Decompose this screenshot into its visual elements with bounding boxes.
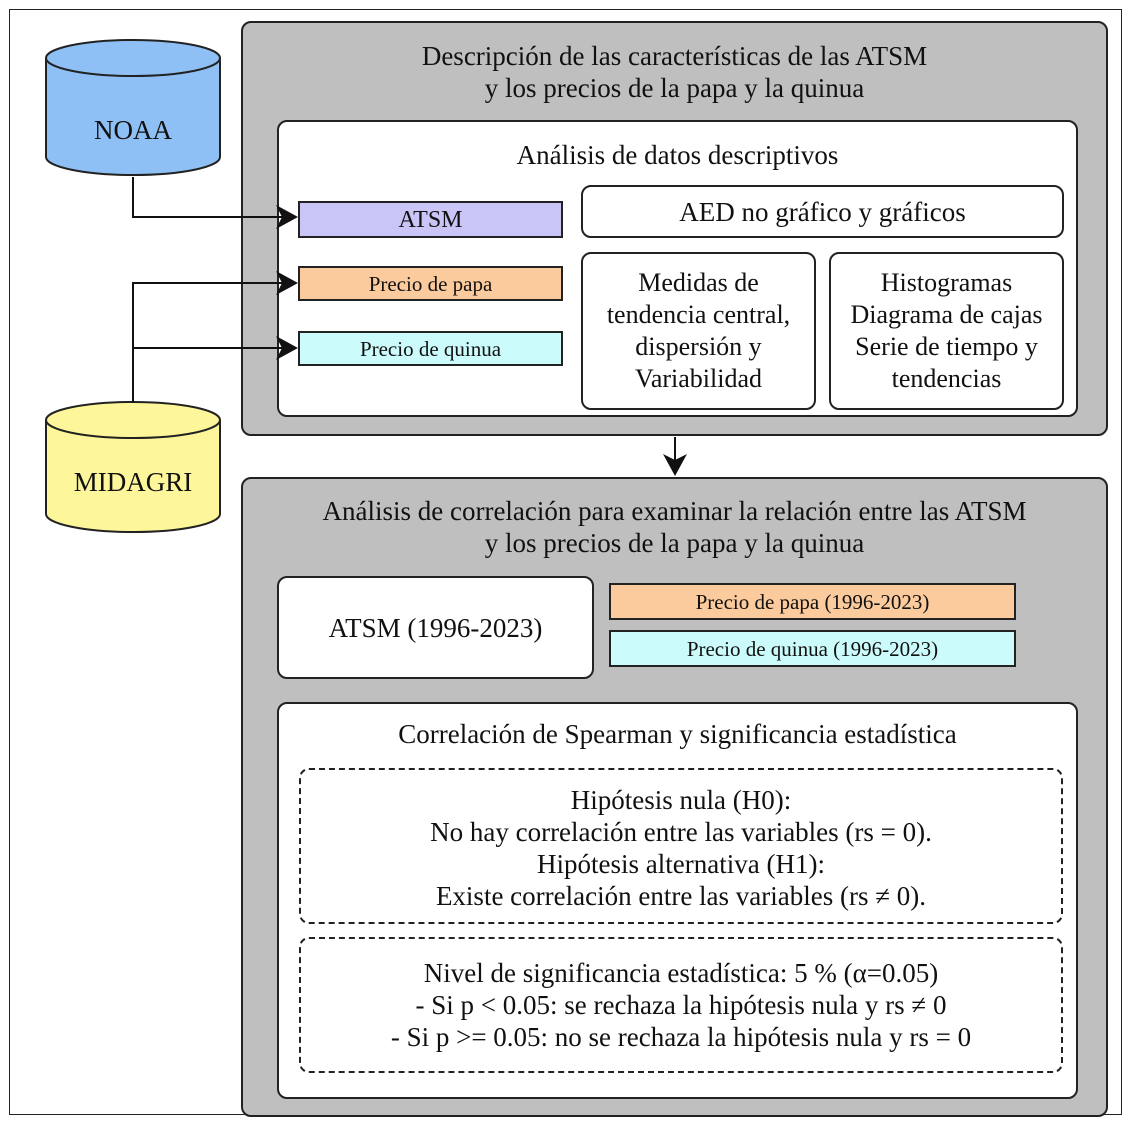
papa-period-box: Precio de papa (1996-2023) [609, 583, 1016, 620]
atsm-period-box: ATSM (1996-2023) [277, 576, 594, 679]
descriptive-analysis-title: Análisis de datos descriptivos [516, 140, 839, 170]
null-hypothesis-heading: Hipótesis nula (H0): [570, 785, 792, 815]
reject-rule-line: - Si p < 0.05: se rechaza la hipótesis n… [415, 990, 947, 1020]
measures-line-1: Medidas de [638, 268, 759, 297]
alternative-hypothesis-heading: Hipótesis alternativa (H1): [537, 849, 825, 879]
descriptive-title-line-2: y los precios de la papa y la quinua [484, 73, 865, 103]
quinua-period-box: Precio de quinua (1996-2023) [609, 630, 1016, 667]
central-tendency-box: Medidas de tendencia central, dispersión… [581, 252, 816, 410]
correlation-title-line-1: Análisis de correlación para examinar la… [322, 496, 1027, 526]
graphics-line-2: Diagrama de cajas [850, 300, 1043, 329]
papa-price-label-box: Precio de papa [298, 266, 563, 301]
quinua-price-label-box: Precio de quinua [298, 331, 563, 366]
accept-rule-line: - Si p >= 0.05: no se rechaza la hipótes… [390, 1022, 972, 1052]
graphics-line-4: tendencias [891, 364, 1002, 393]
aed-box: AED no gráfico y gráficos [581, 185, 1064, 238]
midagri-label: MIDAGRI [73, 467, 193, 497]
descriptive-title-line-1: Descripción de las características de la… [421, 41, 928, 71]
noaa-to-atsm-arrow [132, 177, 298, 229]
significance-box: Nivel de significancia estadística: 5 % … [299, 937, 1063, 1073]
noaa-label: NOAA [94, 115, 172, 145]
measures-line-4: Variabilidad [634, 364, 763, 393]
midagri-database [45, 401, 221, 533]
hypotheses-box: Hipótesis nula (H0): No hay correlación … [299, 768, 1063, 924]
alternative-hypothesis-text: Existe correlación entre las variables (… [435, 881, 927, 911]
correlation-section-title: Análisis de correlación para examinar la… [241, 492, 1108, 562]
midagri-to-papa-arrow [132, 271, 298, 403]
atsm-label-box: ATSM [298, 201, 563, 238]
null-hypothesis-text: No hay correlación entre las variables (… [430, 817, 932, 847]
measures-line-2: tendencia central, [606, 300, 791, 329]
graphics-line-3: Serie de tiempo y [855, 332, 1038, 361]
correlation-title-line-2: y los precios de la papa y la quinua [484, 528, 865, 558]
graphics-box: Histogramas Diagrama de cajas Serie de t… [829, 252, 1064, 410]
measures-line-3: dispersión y [635, 332, 762, 361]
significance-level-line: Nivel de significancia estadística: 5 % … [423, 958, 939, 988]
noaa-database [45, 39, 221, 176]
graphics-line-1: Histogramas [880, 268, 1013, 297]
spearman-title: Correlación de Spearman y significancia … [398, 719, 957, 749]
descriptive-section-title: Descripción de las características de la… [241, 37, 1108, 107]
